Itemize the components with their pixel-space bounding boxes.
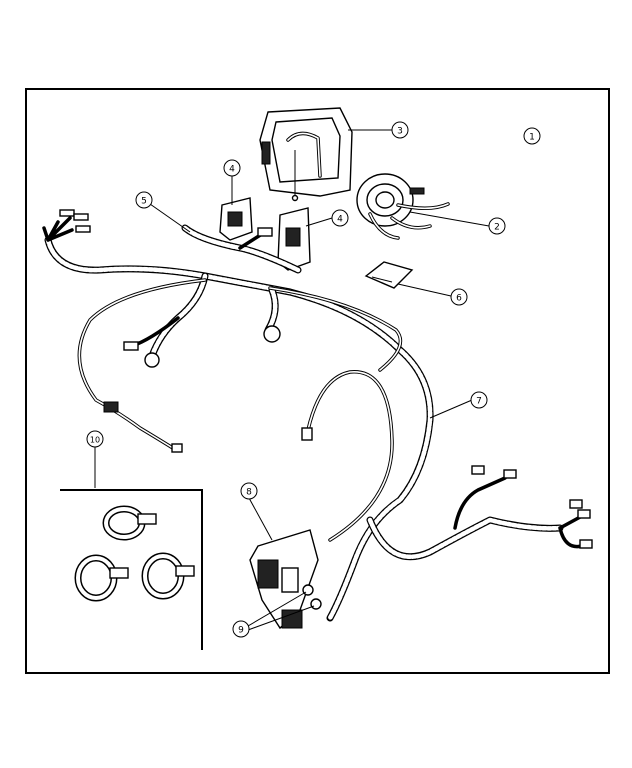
clip-right bbox=[141, 552, 195, 600]
label-pad-part bbox=[364, 261, 414, 289]
switch-right-part bbox=[277, 207, 311, 271]
svg-text:1: 1 bbox=[529, 133, 535, 143]
callout-6: 6 bbox=[397, 283, 468, 306]
clockspring-part bbox=[356, 173, 450, 240]
svg-text:2: 2 bbox=[494, 223, 500, 233]
clips-inset bbox=[60, 489, 203, 650]
housing-part bbox=[259, 107, 353, 202]
svg-text:6: 6 bbox=[456, 294, 462, 304]
callouts: 1 2 3 4 4 5 bbox=[86, 121, 541, 638]
svg-text:8: 8 bbox=[246, 488, 252, 498]
diagram-frame bbox=[25, 88, 610, 674]
svg-text:10: 10 bbox=[90, 436, 100, 445]
switch-left-part bbox=[219, 197, 253, 241]
callout-7: 7 bbox=[429, 391, 488, 419]
clip-top bbox=[102, 505, 157, 541]
callout-2: 2 bbox=[409, 211, 506, 235]
callout-4-top: 4 bbox=[223, 159, 241, 205]
callout-9: 9 bbox=[232, 591, 315, 638]
svg-text:4: 4 bbox=[337, 215, 343, 225]
svg-text:3: 3 bbox=[397, 127, 403, 137]
callout-8: 8 bbox=[240, 482, 273, 541]
clip-left bbox=[74, 554, 129, 602]
callout-5: 5 bbox=[135, 191, 191, 233]
bracket-part bbox=[249, 529, 322, 630]
svg-text:7: 7 bbox=[476, 397, 482, 407]
callout-1: 1 bbox=[523, 127, 541, 145]
callout-3: 3 bbox=[348, 121, 409, 139]
callout-4-right: 4 bbox=[305, 209, 349, 227]
svg-text:4: 4 bbox=[229, 165, 235, 175]
callout-10: 10 bbox=[86, 430, 104, 488]
svg-text:9: 9 bbox=[238, 626, 244, 636]
wiring-harness bbox=[42, 209, 593, 622]
svg-text:5: 5 bbox=[141, 197, 147, 207]
